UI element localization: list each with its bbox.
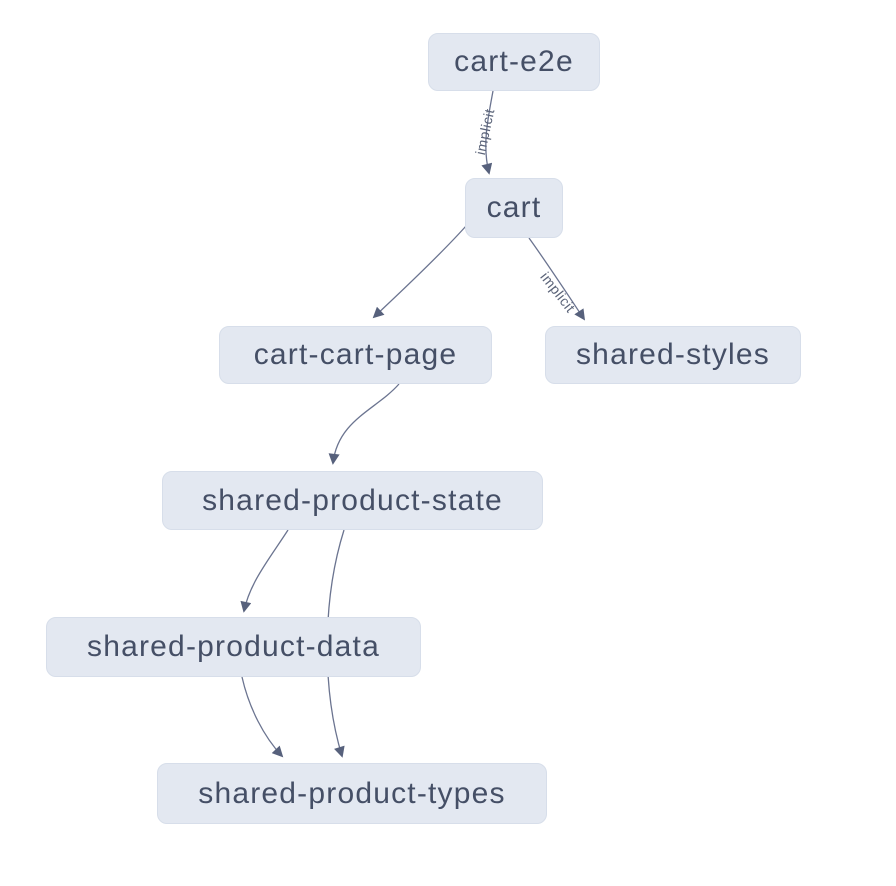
edge-cart-to-cart-cart-page bbox=[372, 225, 467, 319]
node-shared-product-state[interactable]: shared-product-state bbox=[162, 471, 543, 530]
edge-label-implicit-cart-e2e: implicit bbox=[472, 107, 497, 156]
edge-cart-cart-page-to-shared-product-state bbox=[328, 383, 400, 465]
node-shared-product-data[interactable]: shared-product-data bbox=[46, 617, 421, 677]
node-shared-styles[interactable]: shared-styles bbox=[545, 326, 801, 384]
node-cart-e2e[interactable]: cart-e2e bbox=[428, 33, 600, 91]
node-shared-product-types[interactable]: shared-product-types bbox=[157, 763, 547, 824]
edge-label-implicit-shared-styles: implicit bbox=[537, 269, 578, 316]
node-cart[interactable]: cart bbox=[465, 178, 563, 238]
node-cart-cart-page[interactable]: cart-cart-page bbox=[219, 326, 492, 384]
edge-cart-to-shared-styles bbox=[528, 237, 586, 321]
edge-shared-product-state-to-shared-product-data bbox=[240, 529, 289, 613]
edge-shared-product-data-to-shared-product-types bbox=[241, 676, 284, 758]
edge-cart-e2e-to-cart bbox=[481, 90, 494, 175]
